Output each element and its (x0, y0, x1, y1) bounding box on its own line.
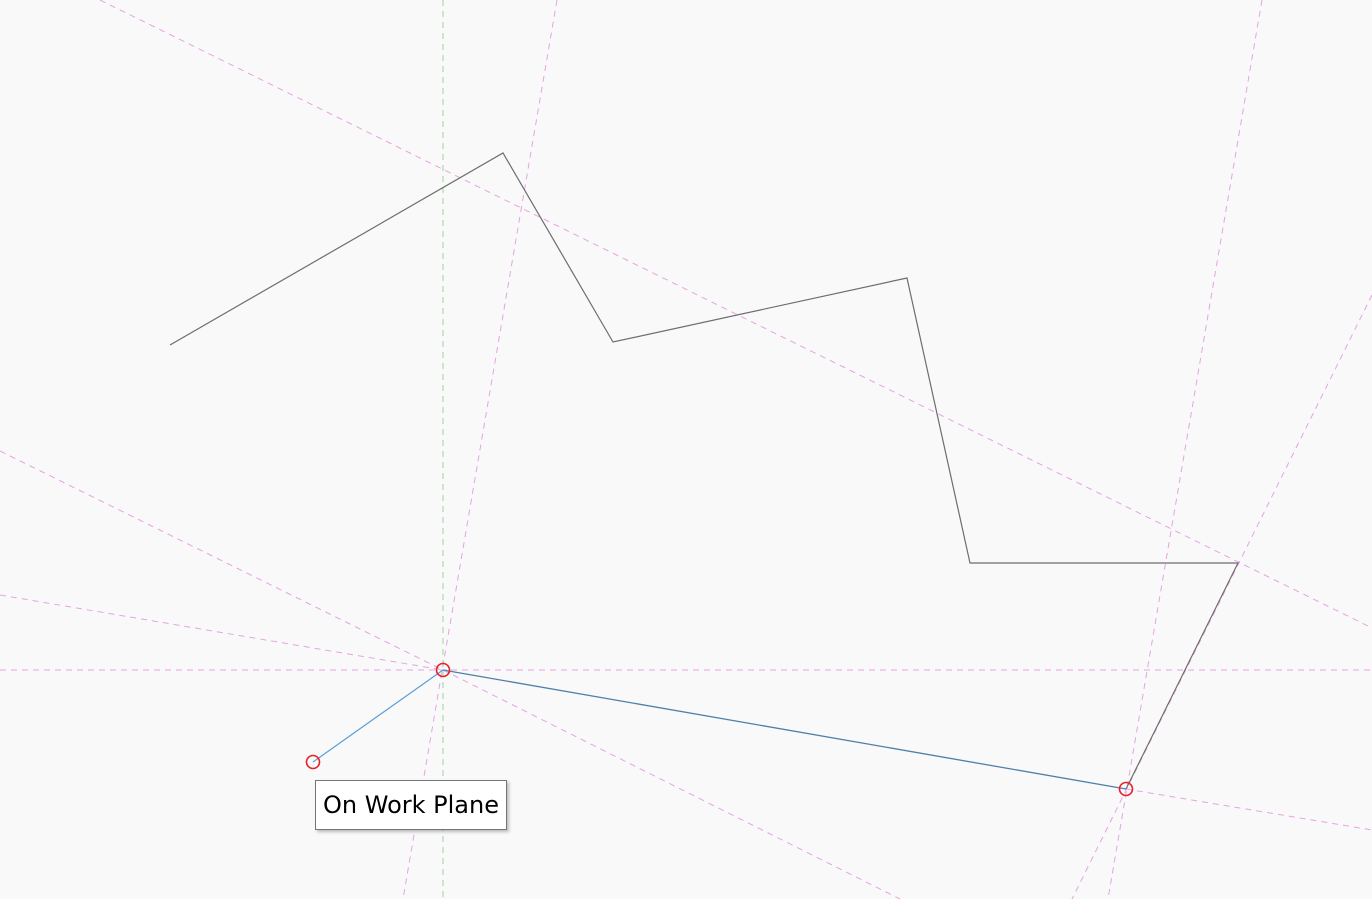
endpoint-snap-point-icon[interactable] (1118, 781, 1134, 797)
guide-line-shallow-left (0, 594, 444, 671)
active-segment[interactable] (442, 669, 1127, 790)
guide-line-steep-right (1107, 0, 1263, 899)
guide-line-diagonal-long (99, 0, 1372, 629)
guide-line-right-edge (1071, 294, 1372, 899)
snap-point-icon[interactable] (435, 662, 451, 678)
guide-line-down-left (0, 450, 444, 671)
sketch-polyline[interactable] (169, 152, 1239, 790)
preview-segment (312, 669, 444, 763)
guide-line-down-right (442, 669, 901, 899)
snap-tooltip: On Work Plane (315, 780, 507, 830)
guide-line-lower-right (1125, 788, 1372, 831)
cursor-snap-point-icon[interactable] (305, 754, 321, 770)
guide-line-steep-left (402, 0, 558, 899)
